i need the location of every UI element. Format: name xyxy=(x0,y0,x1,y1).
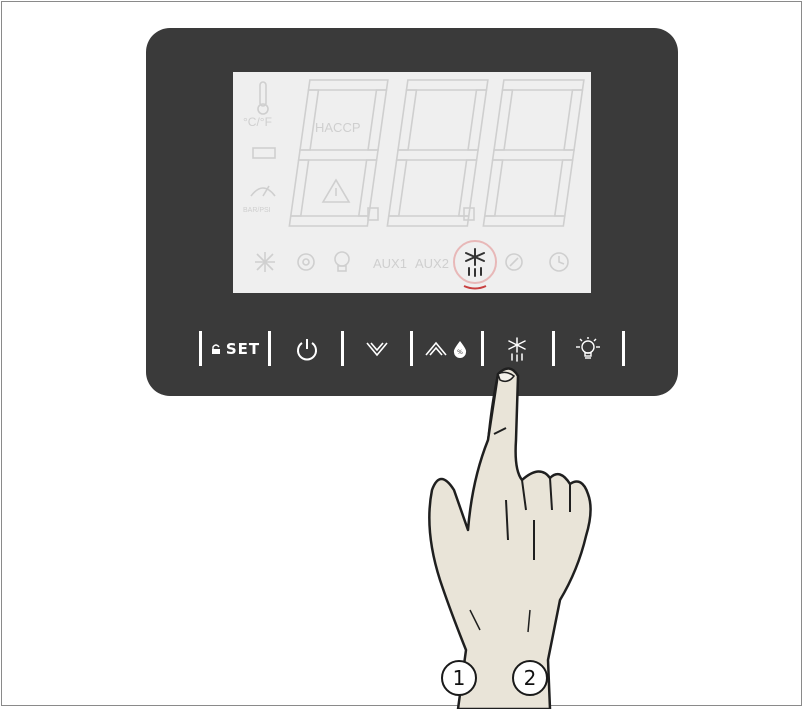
snowflake-icon xyxy=(255,252,275,272)
pointing-hand-illustration xyxy=(410,360,610,709)
lock-icon xyxy=(210,343,222,355)
power-icon xyxy=(293,335,321,363)
down-button[interactable] xyxy=(350,330,404,368)
svg-text:%: % xyxy=(457,349,463,356)
digit-1 xyxy=(289,80,388,226)
clock-icon xyxy=(550,253,568,271)
lcd-display: °C/°F BAR/PSI HACCP xyxy=(233,72,591,293)
fan-icon xyxy=(298,254,314,270)
chevron-down-icon xyxy=(365,339,389,359)
digit-3 xyxy=(483,80,584,226)
aux2-label: AUX2 xyxy=(415,256,449,271)
unit-label: °C/°F xyxy=(243,115,272,129)
callout-2: 2 xyxy=(512,660,548,696)
key-separator xyxy=(622,331,625,366)
callout-1: 1 xyxy=(441,660,477,696)
light-bulb-icon xyxy=(573,336,603,362)
lock-set-button[interactable]: SET xyxy=(204,330,266,368)
defrost-icon xyxy=(505,336,529,362)
digit-2 xyxy=(387,80,488,226)
pressure-unit-label: BAR/PSI xyxy=(243,207,271,214)
haccp-label: HACCP xyxy=(315,120,361,135)
key-separator xyxy=(199,331,202,366)
defrost-icon-highlighted xyxy=(454,241,496,289)
eco-icon xyxy=(506,254,522,270)
power-button[interactable] xyxy=(280,330,334,368)
aux1-label: AUX1 xyxy=(373,256,407,271)
humidity-drop-icon: % xyxy=(452,340,468,358)
key-separator xyxy=(341,331,344,366)
lightbulb-icon xyxy=(335,252,349,271)
thermometer-icon xyxy=(258,82,268,114)
warning-icon xyxy=(323,180,349,202)
chevron-up-icon xyxy=(424,339,448,359)
minus-segment xyxy=(253,148,275,158)
lcd-segments: °C/°F BAR/PSI HACCP xyxy=(233,72,591,293)
set-label: SET xyxy=(226,340,260,358)
pressure-gauge-icon xyxy=(251,186,275,196)
key-separator xyxy=(268,331,271,366)
